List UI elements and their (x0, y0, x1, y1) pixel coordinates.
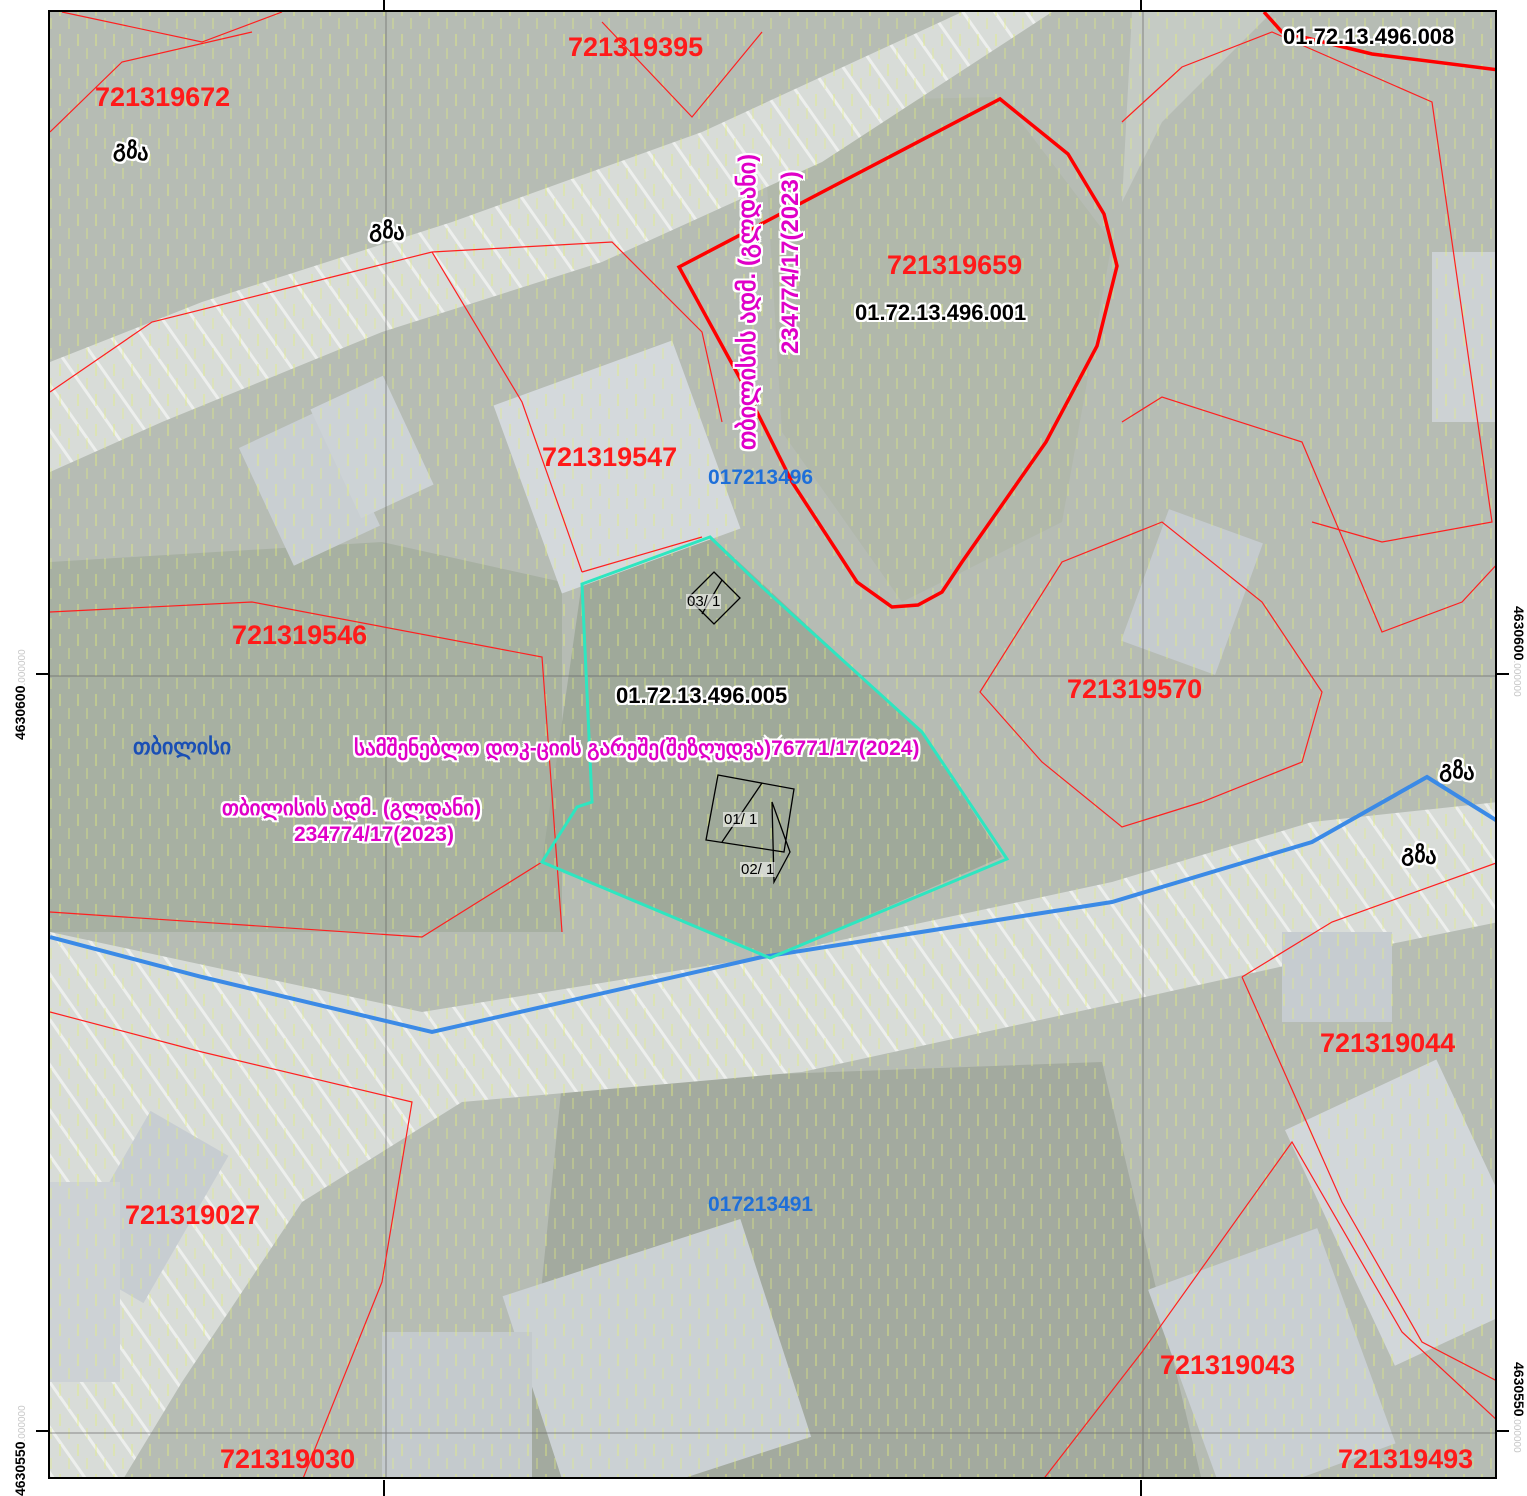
parcel-label-721319027[interactable]: 721319027 (125, 1200, 261, 1230)
grid-tick-right (1497, 673, 1509, 675)
parcel-01.72.13.496.008-boundary (1262, 12, 1495, 72)
cadastral-label-01.72.13.496.005[interactable]: 01.72.13.496.005 (616, 683, 788, 708)
cross-marker (763, 734, 783, 754)
block-label-017213496[interactable]: 017213496 (708, 466, 814, 489)
grid-tick-left (36, 673, 48, 675)
parcel-label-721319672[interactable]: 721319672 (95, 82, 231, 112)
parcel-label-721319547[interactable]: 721319547 (542, 442, 678, 472)
city-label: თბილისი (133, 734, 232, 759)
restriction-label-left-line2[interactable]: 234774/17(2023) (294, 823, 454, 846)
parcel-label-721319395[interactable]: 721319395 (568, 32, 704, 62)
building-label-02-1[interactable]: 02/ 1 (740, 861, 776, 878)
building-02-1 (771, 801, 791, 885)
building-label-03-1[interactable]: 03/ 1 (686, 593, 722, 610)
restriction-label-vertical-line2[interactable]: 234774/17(2023) (777, 171, 804, 354)
road-label: გზა (368, 215, 407, 246)
parcel-label-721319659[interactable]: 721319659 (887, 250, 1023, 280)
road-label: გზა (112, 135, 151, 166)
parcel-boundaries (50, 12, 1495, 1477)
parcel-label-721319043[interactable]: 721319043 (1160, 1350, 1296, 1380)
parcel-label-721319546[interactable]: 721319546 (232, 620, 368, 650)
parcel-label-721319570[interactable]: 721319570 (1067, 674, 1203, 704)
parcel-721319659-boundary (676, 96, 1119, 609)
grid-tick-bottom (383, 1480, 385, 1496)
road-label: გზა (1400, 839, 1439, 870)
restriction-label-left-line1[interactable]: თბილისის ადმ. (გლდანი) (222, 797, 482, 820)
target-parcel-boundary (539, 535, 1010, 960)
block-label-017213491[interactable]: 017213491 (708, 1193, 814, 1216)
parcel-label-721319030[interactable]: 721319030 (220, 1444, 356, 1474)
coord-label-left-4630600: 4630600.000000 (12, 649, 28, 740)
coord-label-right-4630600: 4630600.000000 (1511, 606, 1527, 697)
grid-tick-top (1140, 0, 1142, 12)
building-label-01-1[interactable]: 01/ 1 (723, 811, 759, 828)
grid-tick-top (383, 0, 385, 12)
map-frame[interactable]: 721319672 721319395 01.72.13.496.008 721… (48, 10, 1497, 1479)
restriction-label-vertical-line1[interactable]: თბილისის ადმ. (გლდანი) (734, 153, 761, 450)
restriction-label-center[interactable]: სამშენებლო დოკ-ციის გარეშე(შეზღუდვა)7677… (354, 737, 920, 760)
parcel-label-721319044[interactable]: 721319044 (1320, 1028, 1456, 1058)
coord-label-right-4630550: 4630550.000000 (1511, 1362, 1527, 1453)
map-canvas[interactable] (50, 12, 1497, 1479)
grid-tick-bottom (1140, 1480, 1142, 1496)
cadastral-label-01.72.13.496.001[interactable]: 01.72.13.496.001 (855, 300, 1027, 325)
coord-label-left-4630550: 4630550.000000 (12, 1405, 28, 1496)
blue-line (50, 774, 1495, 1035)
road-label: გზა (1438, 755, 1477, 786)
cadastral-label-01.72.13.496.008[interactable]: 01.72.13.496.008 (1283, 24, 1455, 49)
coordinate-grid (50, 12, 1495, 1477)
grid-tick-right (1497, 1430, 1509, 1432)
parcel-label-721319493[interactable]: 721319493 (1338, 1444, 1474, 1474)
grid-tick-left (36, 1430, 48, 1432)
